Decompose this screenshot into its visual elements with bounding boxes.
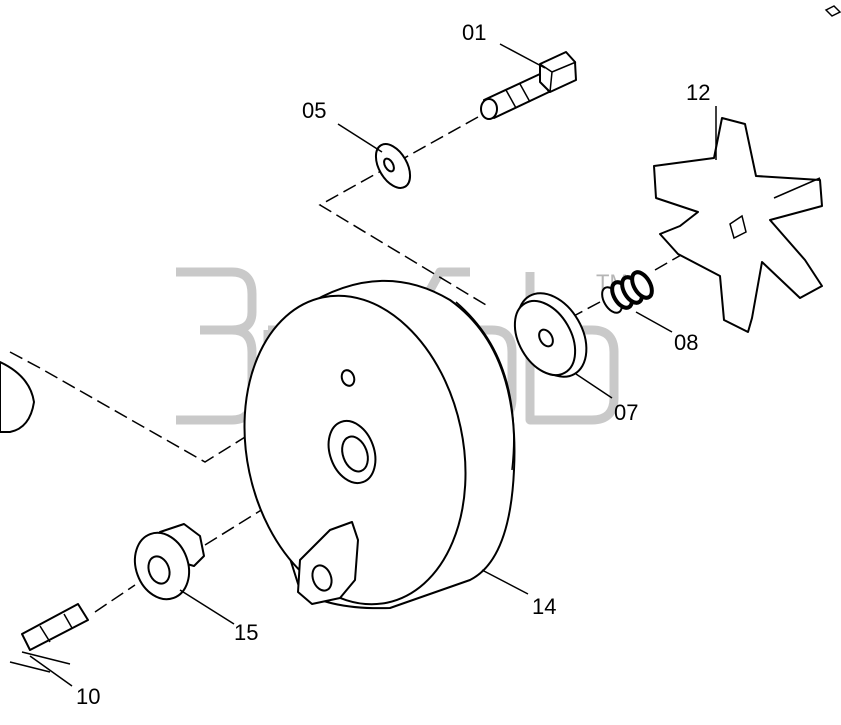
part-labels: 01 05 12 08 07 14 15 10 (76, 20, 710, 709)
label-12: 12 (686, 80, 710, 105)
part-05-washer (374, 143, 412, 189)
label-05: 05 (302, 98, 326, 123)
part-left-edge (0, 361, 35, 433)
corner-fragment (824, 5, 841, 17)
part-12-blade (653, 117, 823, 333)
part-10-shaft (9, 603, 89, 673)
part-15-bushing (133, 523, 205, 601)
label-14: 14 (532, 594, 556, 619)
label-07: 07 (614, 400, 638, 425)
part-14-housing (243, 279, 516, 610)
part-08-spring (601, 270, 654, 314)
leader-lines (29, 43, 717, 687)
part-07-washer (513, 292, 588, 378)
label-08: 08 (674, 330, 698, 355)
label-15: 15 (234, 620, 258, 645)
label-01: 01 (462, 20, 486, 45)
part-01-bolt (480, 51, 577, 120)
label-10: 10 (76, 684, 100, 709)
